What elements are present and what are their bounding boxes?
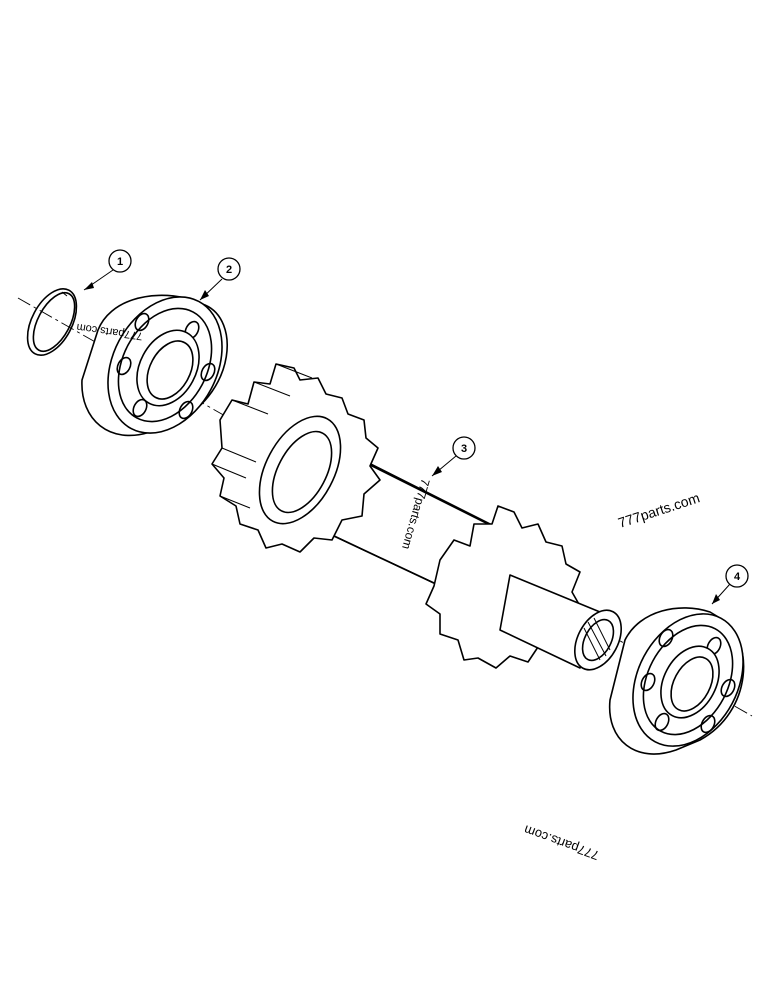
callout-1-label: 3: [461, 443, 467, 455]
callout-2-label: 2: [226, 264, 232, 276]
watermark-bottom: 777parts.com: [522, 822, 601, 863]
callout-4: 4: [711, 564, 749, 605]
bearing-left: [81, 294, 228, 437]
watermark-main: 777parts.com: [616, 489, 702, 530]
callout-3: 1: [83, 249, 132, 291]
callout-1: 3: [431, 436, 476, 477]
callout-3-label: 1: [117, 256, 123, 268]
bearing-right: [608, 607, 745, 755]
shaft-gear: [211, 363, 622, 671]
callout-4-label: 4: [734, 571, 741, 583]
callout-2: 2: [199, 257, 241, 301]
snap-ring: [26, 288, 78, 356]
